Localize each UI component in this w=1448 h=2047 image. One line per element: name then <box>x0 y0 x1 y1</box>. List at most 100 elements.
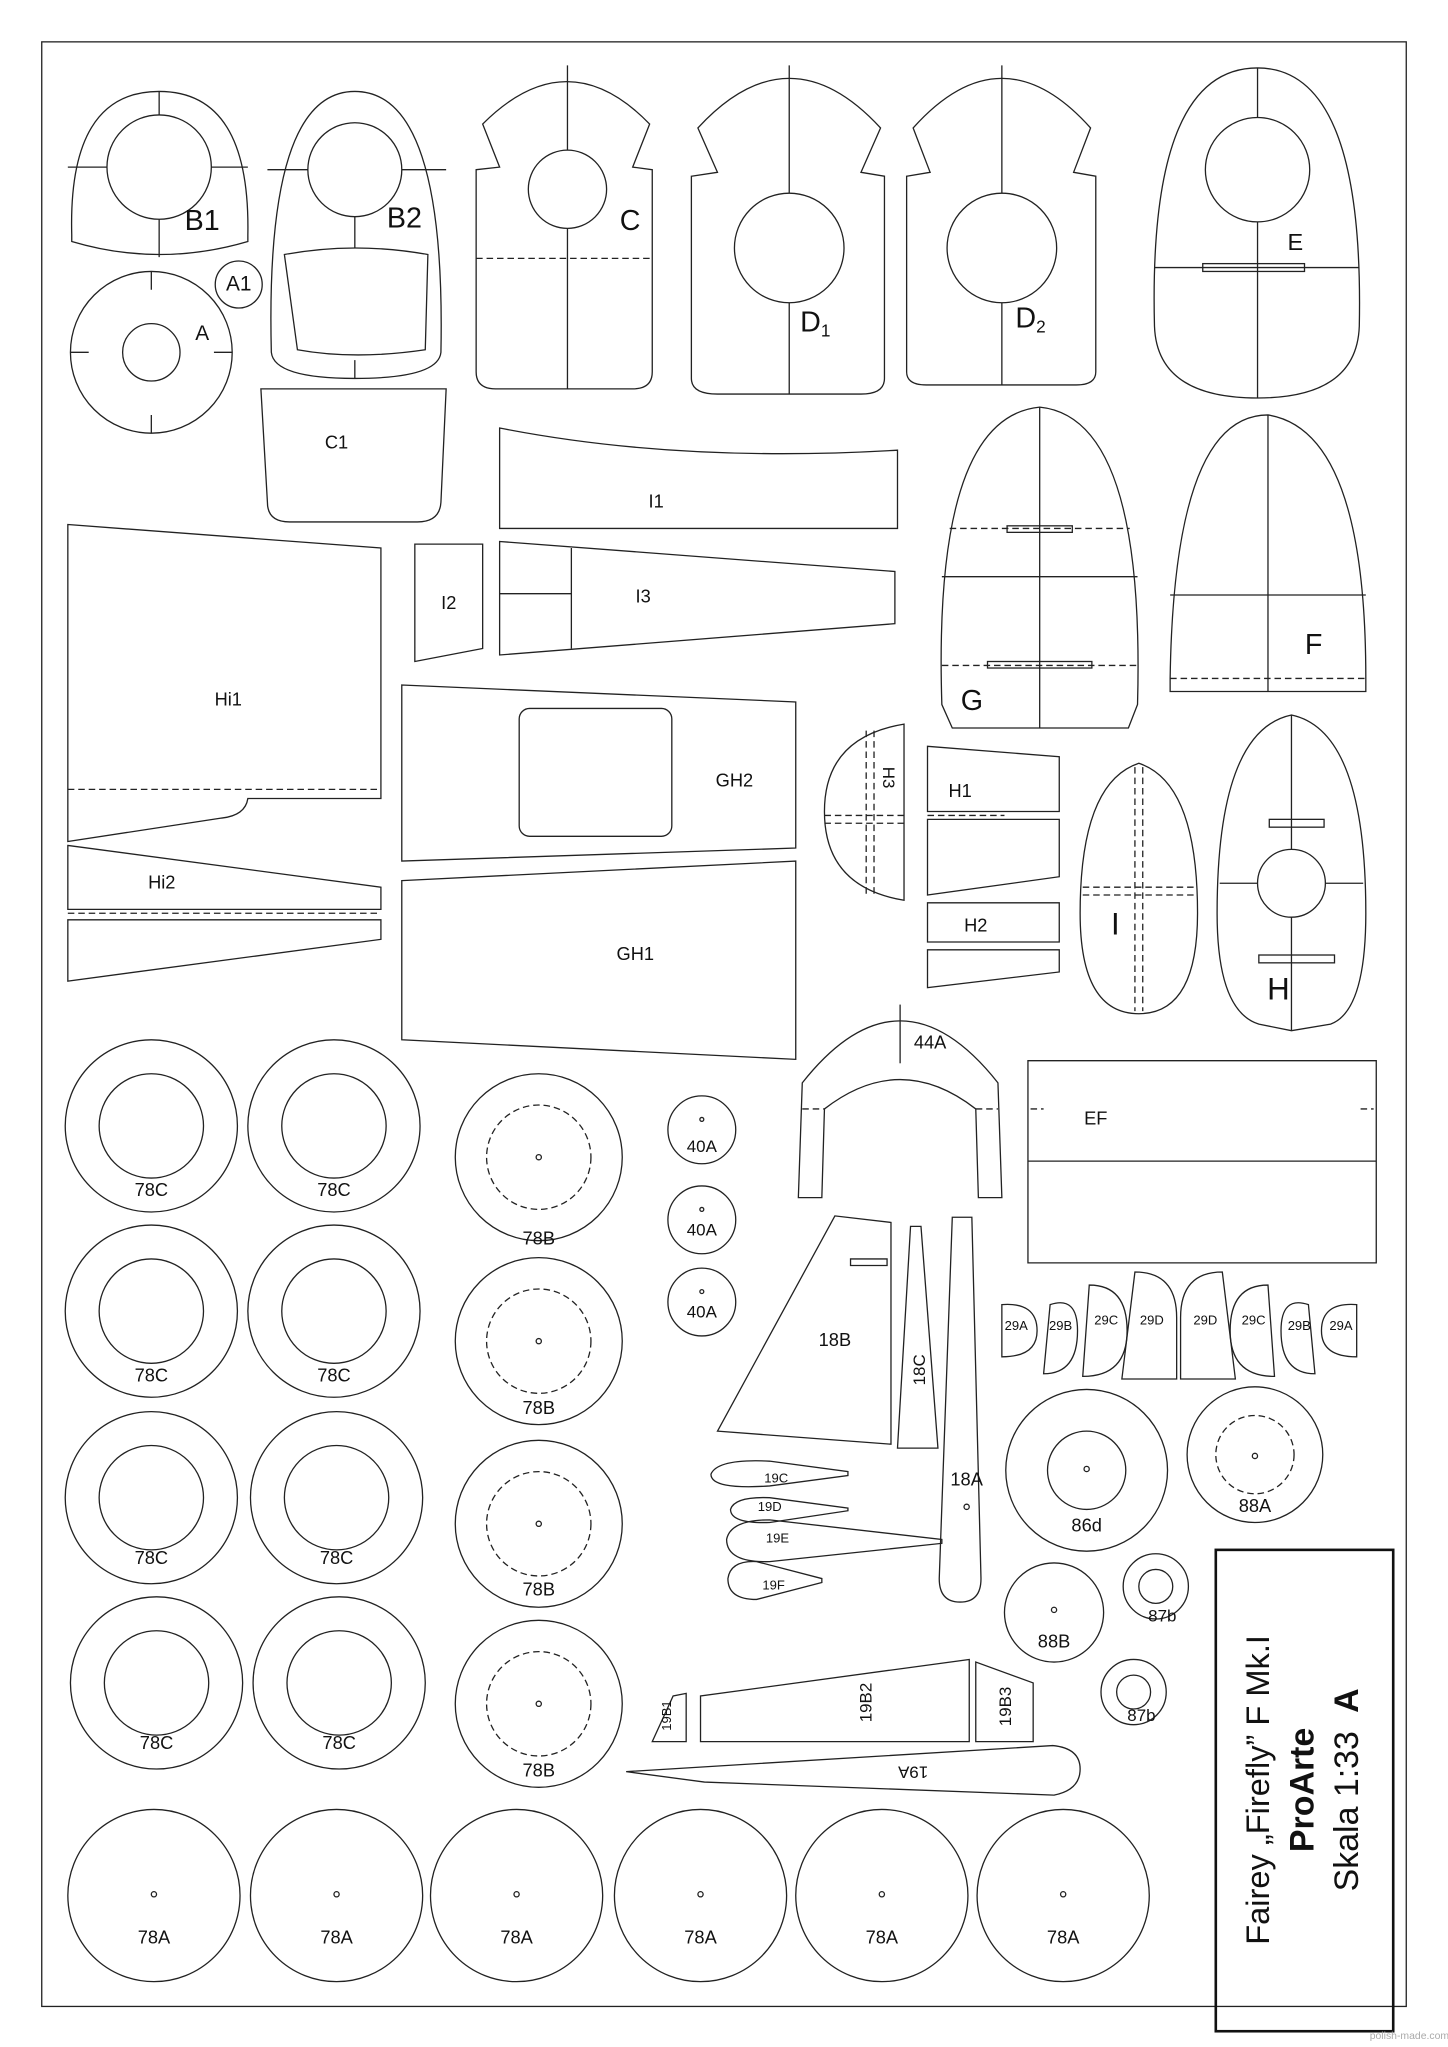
part-gh1-outline <box>401 860 797 1061</box>
part-label-text: 29C <box>1242 1313 1266 1328</box>
part-label-text: 78C <box>317 1364 350 1385</box>
part-a-outline <box>69 270 233 434</box>
part-78c-hole <box>103 1630 210 1736</box>
part-78c-outline <box>247 1039 421 1213</box>
part-label-text: 29A <box>1005 1318 1028 1333</box>
scale-text: Skala 1:33 <box>1328 1731 1366 1891</box>
part-g-guides <box>941 407 1138 729</box>
part-78a-center <box>513 1890 520 1898</box>
part-87b-top-hole <box>1138 1568 1174 1605</box>
part-78b-center <box>535 1700 543 1708</box>
part-label: 40A <box>687 1221 718 1240</box>
part-a-hole <box>121 322 181 382</box>
part-88b-outline <box>1003 1562 1105 1663</box>
part-i1-outline <box>498 427 899 530</box>
part-f-guides <box>1170 414 1366 692</box>
part-d1-outline <box>690 77 886 395</box>
sheet-border <box>41 41 1407 2008</box>
part-label: 78C <box>135 1364 168 1385</box>
part-label: 19C <box>764 1471 788 1486</box>
part-a-guides <box>70 271 233 434</box>
part-label-text: D <box>1015 302 1036 334</box>
part-label-subscript: 2 <box>1036 316 1046 336</box>
part-label-text: 87b <box>1127 1706 1155 1725</box>
part-78c-outline <box>252 1596 426 1770</box>
part-44a-outline <box>797 1020 1003 1199</box>
part-78c-outline <box>64 1410 239 1585</box>
part-label: 29A <box>1005 1318 1028 1333</box>
part-78c-hole <box>283 1444 390 1551</box>
part-label-text: 19B3 <box>997 1687 1016 1727</box>
part-label: D2 <box>1015 302 1045 336</box>
part-label: 78C <box>320 1547 353 1568</box>
part-label-text: 19B2 <box>857 1683 876 1723</box>
part-label-text: C1 <box>325 431 348 452</box>
part-label-text: 29D <box>1193 1313 1217 1328</box>
part-78c-hole <box>286 1630 393 1736</box>
part-86d-center <box>1083 1465 1090 1473</box>
part-a1-outline <box>214 260 263 309</box>
part-label-text: B1 <box>185 204 220 236</box>
part-19f-outline <box>727 1560 823 1601</box>
part-label: GH2 <box>716 769 754 790</box>
part-label: 87b <box>1148 1607 1176 1626</box>
part-c-hole <box>527 149 608 230</box>
publisher-name: ProArte <box>1283 1728 1321 1852</box>
part-label-text: I1 <box>649 490 664 511</box>
sheet-letter: A <box>1328 1688 1366 1713</box>
part-label-text: 88A <box>1239 1495 1272 1516</box>
part-29b-left-outline <box>1042 1302 1079 1375</box>
part-78c-outline <box>64 1039 239 1213</box>
part-19b2-outline <box>699 1658 970 1743</box>
part-i-outline <box>1079 762 1199 1015</box>
part-label: 78A <box>1047 1926 1080 1947</box>
part-40a-center <box>699 1288 705 1295</box>
part-label-text: 40A <box>687 1221 718 1240</box>
part-label: Hi2 <box>148 871 175 892</box>
part-78c-hole <box>98 1073 205 1179</box>
part-78b-dashed <box>485 1104 592 1211</box>
part-19b1-outline <box>651 1692 687 1743</box>
part-label: G <box>961 685 983 717</box>
part-label: B2 <box>387 202 422 234</box>
part-h2-outline <box>926 902 1060 989</box>
part-label-text: 19E <box>766 1531 789 1546</box>
part-label-text: 44A <box>914 1032 947 1053</box>
part-label: 29B <box>1049 1318 1072 1333</box>
part-label-text: 78B <box>523 1227 555 1248</box>
part-label: F <box>1305 628 1323 660</box>
part-label: 40A <box>687 1303 718 1322</box>
part-label-text: 18B <box>819 1329 851 1350</box>
part-19e-outline <box>725 1519 943 1563</box>
part-label: 78A <box>138 1926 171 1947</box>
part-18a-hole <box>963 1503 970 1511</box>
part-78a-outline <box>613 1808 788 1983</box>
part-label-text: 78C <box>135 1547 168 1568</box>
part-label-text: 19B1 <box>659 1700 674 1730</box>
part-label-text: 78A <box>866 1926 899 1947</box>
part-label-text: I3 <box>636 585 651 606</box>
part-label: 88B <box>1038 1630 1070 1651</box>
part-label: C1 <box>325 431 348 452</box>
part-gh2-outline <box>401 684 797 862</box>
part-label: EF <box>1084 1107 1107 1128</box>
part-label-text: 78A <box>138 1926 171 1947</box>
part-78a-center <box>150 1890 158 1898</box>
part-label-text: H <box>1267 972 1290 1007</box>
part-29a-left-outline <box>1001 1303 1038 1358</box>
model-title: Fairey „Firefly” F Mk.I <box>1239 1635 1276 1945</box>
part-86d-hole <box>1046 1430 1127 1511</box>
part-label: 19D <box>758 1500 782 1515</box>
part-78b-outline <box>454 1073 623 1242</box>
part-87b-bottom-hole <box>1116 1674 1152 1710</box>
part-label-text: 78C <box>322 1732 355 1753</box>
part-78a-outline <box>976 1808 1150 1983</box>
scale-line: Skala 1:33 A <box>1328 1688 1366 1891</box>
part-19d-outline <box>729 1496 849 1524</box>
part-label: 19B1 <box>659 1700 674 1730</box>
part-label-text: B2 <box>387 202 422 234</box>
part-i-dashed <box>1082 767 1195 1012</box>
part-label-text: 78B <box>523 1578 555 1599</box>
part-label: 29D <box>1140 1313 1164 1328</box>
part-label-text: GH2 <box>716 769 754 790</box>
